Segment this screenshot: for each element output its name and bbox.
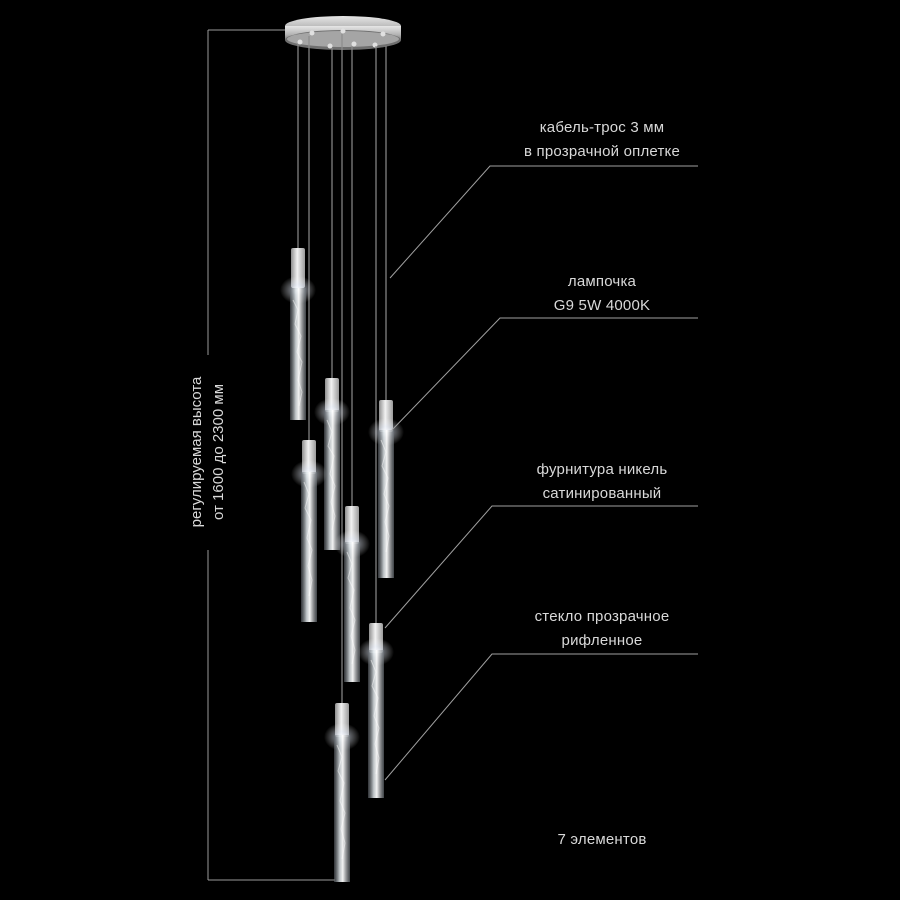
height-caption-line2: от 1600 до 2300 мм — [210, 383, 227, 521]
pendant-1 — [280, 248, 316, 420]
height-caption-line1: регулируемая высота — [188, 376, 205, 528]
callout-bulb-line1: лампочка — [567, 273, 637, 290]
callout-cable-line2: в прозрачной оплетке — [524, 143, 680, 160]
callout-cable: кабель-трос 3 мм в прозрачной оплетке — [502, 116, 702, 164]
pendant-3 — [368, 400, 404, 578]
pendant-2 — [314, 378, 350, 550]
suspension-cables — [297, 34, 387, 705]
element-count-label: 7 элементов — [502, 828, 702, 852]
pendant-6 — [358, 623, 394, 798]
callout-bulb-line2: G9 5W 4000K — [553, 297, 651, 314]
callout-glass-line2: рифленное — [561, 632, 643, 649]
ceiling-canopy — [285, 16, 401, 50]
pendant-4 — [291, 440, 327, 622]
callout-glass: стекло прозрачное рифленное — [502, 605, 702, 653]
element-count-text: 7 элементов — [557, 831, 647, 848]
callout-fittings-line2: сатинированный — [542, 485, 662, 502]
height-dimension-bracket — [207, 29, 335, 881]
pendant-5 — [334, 506, 370, 682]
callout-glass-line1: стекло прозрачное — [534, 608, 670, 625]
callout-fittings-line1: фурнитура никель — [536, 461, 668, 478]
callout-bulb: лампочка G9 5W 4000K — [502, 270, 702, 318]
callout-fittings: фурнитура никель сатинированный — [502, 458, 702, 506]
callout-cable-line1: кабель-трос 3 мм — [539, 119, 665, 136]
pendant-7 — [324, 703, 360, 882]
adjustable-height-label: регулируемая высота от 1600 до 2300 мм — [186, 377, 230, 528]
callout-leader-lines — [384, 165, 698, 781]
